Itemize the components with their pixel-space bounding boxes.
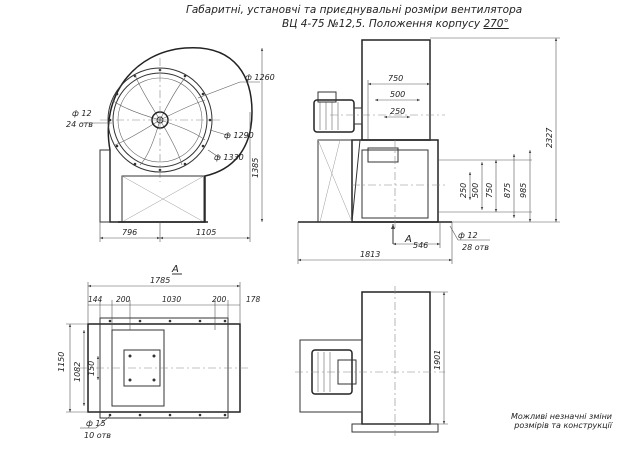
plan-part-3: 1030	[162, 295, 181, 304]
plan-overall: 1785	[150, 276, 170, 285]
view-label-a: A	[171, 264, 179, 275]
plan-hole-n: 10 отв	[84, 431, 111, 440]
front-w1: 796	[122, 228, 137, 237]
plan-bolt-holes	[108, 319, 227, 417]
front-view: ф 1260 ф 1290 ф 1330 ф 12 24 отв 1385 79…	[66, 47, 275, 242]
side-top-3: 250	[390, 107, 405, 116]
bolt-ring	[108, 68, 212, 172]
front-hole-n: 24 отв	[66, 120, 93, 129]
note-line-1: Можливі незначні зміни	[511, 412, 612, 421]
side-hole-d: ф 12	[458, 231, 478, 240]
outlet-flange	[99, 149, 111, 223]
side-right-5: 985	[519, 183, 528, 198]
side-top-1: 750	[388, 74, 403, 83]
front-d3: ф 1330	[214, 153, 244, 162]
plan-part-4: 200	[212, 295, 227, 304]
plan-left-3: 150	[87, 361, 96, 376]
plan-hole-d: ф 15	[86, 419, 106, 428]
side-right-1: 250	[459, 183, 468, 198]
side-view: 750 500 250 250 500 750 875 985 2327 A	[297, 37, 560, 264]
plan-view: A 1785 144	[57, 264, 261, 440]
note-line-2: розмірів та конструкції	[514, 421, 612, 430]
impeller-blades	[111, 74, 206, 166]
note: Можливі незначні зміни розмірів та конст…	[511, 412, 612, 430]
side-base: 1813	[360, 250, 380, 259]
front-h: 1385	[251, 158, 260, 178]
side-arrow-label: A	[404, 234, 412, 245]
title-model: ВЦ 4-75 №12,5. Положення корпусу	[282, 18, 484, 30]
title-angle: 270°	[483, 18, 509, 30]
front-hole-d: ф 12	[72, 109, 92, 118]
side-top-2: 500	[390, 90, 405, 99]
motor-view-base	[299, 339, 363, 413]
side-right-2: 500	[471, 183, 480, 198]
side-hole-n: 28 отв	[462, 243, 489, 252]
side-right-3: 750	[485, 183, 494, 198]
front-d2: ф 1290	[224, 131, 254, 140]
motor-view: 1901	[295, 286, 448, 436]
title-line-1: Габаритні, установчі та приєднувальні ро…	[186, 4, 523, 16]
plan-left-2: 1082	[73, 362, 82, 382]
spiral-casing	[107, 47, 253, 223]
plan-part-2: 200	[116, 295, 131, 304]
side-right-4: 875	[503, 183, 512, 198]
side-pedestal	[317, 139, 361, 223]
motor-view-h: 1901	[433, 350, 442, 370]
title-line-2: ВЦ 4-75 №12,5. Положення корпусу 270°	[282, 18, 509, 30]
plan-part-5: 178	[246, 295, 261, 304]
plan-left-1: 1150	[57, 352, 66, 372]
motor-view-casing	[361, 291, 431, 425]
plan-part-1: 144	[88, 295, 103, 304]
front-d1: ф 1260	[245, 73, 275, 82]
side-total-h: 2327	[545, 127, 554, 148]
front-w2: 1105	[196, 228, 216, 237]
side-offset: 546	[413, 241, 428, 250]
